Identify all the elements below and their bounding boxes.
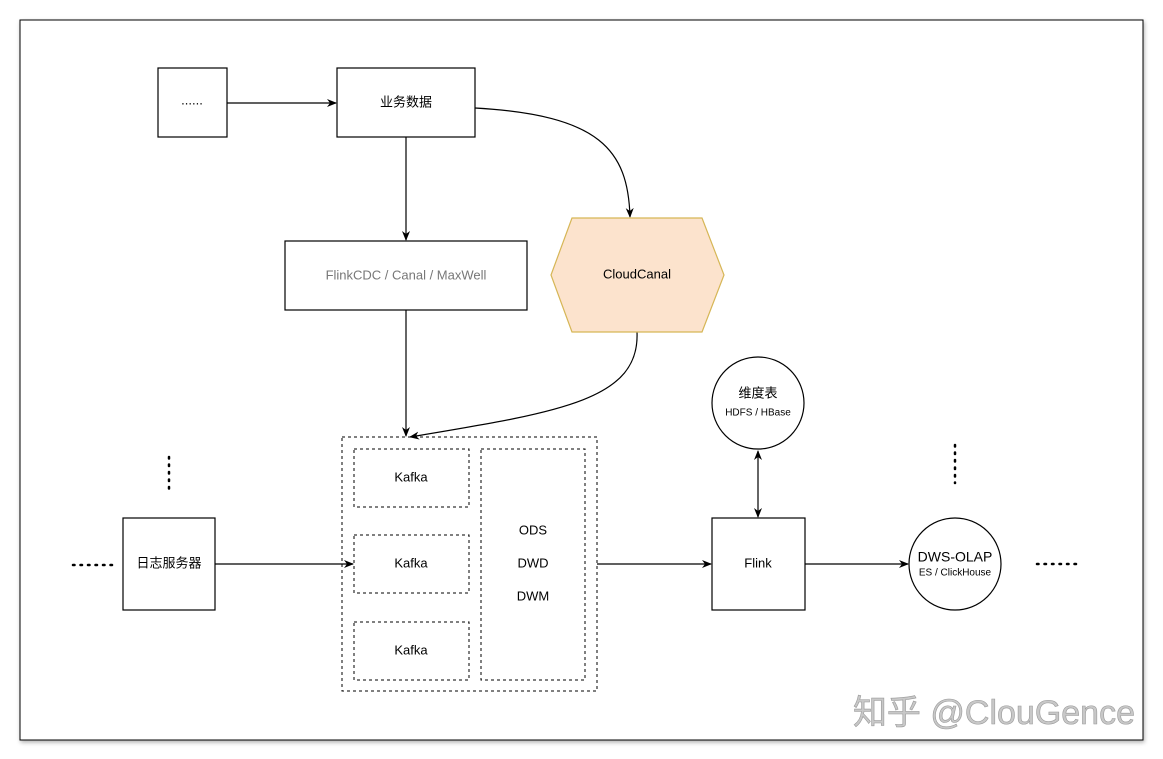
kafka-label: Kafka bbox=[394, 555, 428, 570]
layer-dwd: DWD bbox=[517, 555, 548, 570]
node-label: ...... bbox=[181, 92, 203, 107]
node-label: 业务数据 bbox=[380, 94, 432, 109]
node-log-server: 日志服务器 bbox=[122, 517, 216, 611]
kafka-box bbox=[353, 534, 470, 594]
kafka-label: Kafka bbox=[394, 469, 428, 484]
node-subtitle: HDFS / HBase bbox=[725, 408, 791, 419]
node-label: 日志服务器 bbox=[136, 555, 201, 570]
watermark: 知乎 @ClouGence bbox=[853, 694, 1135, 732]
node-dws-olap: DWS-OLAP ES / ClickHouse bbox=[908, 517, 1002, 611]
edge-cloudcanal-to-kafka bbox=[409, 331, 638, 440]
kafka-label: Kafka bbox=[394, 642, 428, 657]
node-cdc-tools: FlinkCDC / Canal / MaxWell bbox=[284, 240, 528, 311]
node-title: 维度表 bbox=[738, 385, 777, 400]
layer-ods: ODS bbox=[519, 522, 548, 537]
kafka-box bbox=[353, 621, 470, 681]
layer-dwm: DWM bbox=[517, 588, 550, 603]
node-ellipsis-source: ...... bbox=[157, 67, 228, 138]
node-label: FlinkCDC / Canal / MaxWell bbox=[326, 267, 487, 282]
node-title: DWS-OLAP bbox=[918, 549, 993, 565]
node-flink: Flink bbox=[711, 517, 806, 611]
node-label: Flink bbox=[744, 555, 772, 570]
edge-business-to-cloudcanal bbox=[474, 107, 634, 218]
data-warehouse-group: Kafka Kafka Kafka ODS DWD DWM bbox=[341, 436, 598, 692]
node-cloudcanal: CloudCanal bbox=[550, 217, 725, 333]
node-label: CloudCanal bbox=[603, 266, 671, 281]
diagram-frame bbox=[19, 19, 1144, 741]
node-subtitle: ES / ClickHouse bbox=[919, 568, 992, 579]
kafka-box bbox=[353, 448, 470, 508]
layers-box bbox=[480, 448, 586, 681]
node-dimension-table: 维度表 HDFS / HBase bbox=[711, 356, 805, 450]
node-business-data: 业务数据 bbox=[336, 67, 476, 138]
